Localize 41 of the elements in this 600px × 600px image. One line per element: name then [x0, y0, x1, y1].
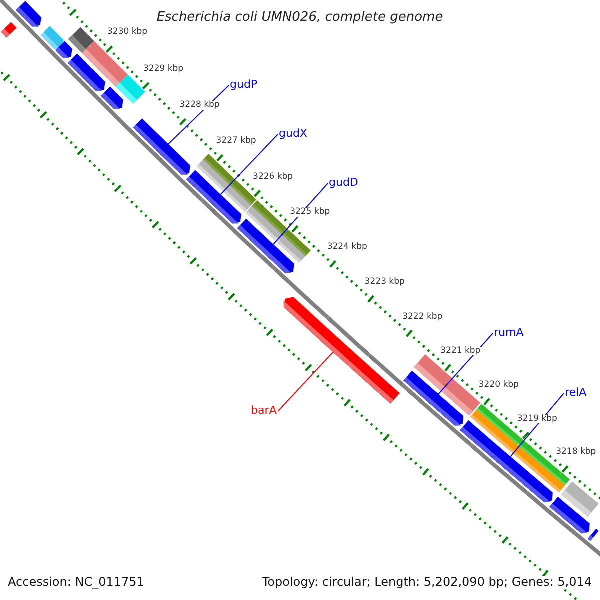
- accession-text: Accession: NC_011751: [8, 576, 144, 588]
- gene-label: relA: [565, 387, 587, 398]
- gene-block: [561, 482, 599, 517]
- leader-line: [510, 393, 564, 458]
- gene-feature: [133, 118, 190, 176]
- scale-label: 3225 kbp: [290, 208, 330, 217]
- scale-label: 3221 kbp: [440, 346, 481, 356]
- scale-label: 3220 kbp: [478, 380, 519, 390]
- scale-label: 3224 kbp: [327, 243, 368, 252]
- gene-feature: [404, 370, 464, 426]
- leader-line: [168, 85, 230, 145]
- scale-label: 3229 kbp: [144, 64, 184, 74]
- leader-line: [438, 333, 494, 395]
- gene-feature: [40, 26, 64, 50]
- leader-line: [220, 134, 278, 196]
- gene-feature: [588, 528, 599, 542]
- gene-feature: [284, 297, 400, 404]
- gene-block: [1, 22, 17, 38]
- scale-label: 3230 kbp: [108, 28, 148, 37]
- gene-feature: [237, 218, 294, 274]
- scale-label: 3228 kbp: [180, 101, 220, 110]
- title: Escherichia coli UMN026, complete genome: [156, 11, 444, 24]
- leader-line: [273, 183, 328, 245]
- gene-block: [82, 41, 128, 87]
- gene-feature: [100, 86, 124, 110]
- gene-label: rumA: [494, 327, 524, 338]
- gene-label: gudD: [329, 177, 358, 188]
- gene-block: [116, 74, 146, 104]
- gene-label: barA: [251, 405, 277, 416]
- scale-label: 3223 kbp: [364, 278, 405, 286]
- leader-line: [278, 352, 334, 412]
- scale-label: 3226 kbp: [253, 172, 294, 182]
- scale-label: 3219 kbp: [517, 414, 558, 424]
- scale-label: 3218 kbp: [556, 448, 596, 457]
- scale-label: 3227 kbp: [216, 136, 256, 146]
- genome-info-text: Topology: circular; Length: 5,202,090 bp; Genes: 5,014: [262, 576, 592, 588]
- gene-feature: [186, 170, 242, 224]
- gene-feature: [16, 1, 42, 27]
- gene-feature: [56, 41, 72, 58]
- gene-label: gudP: [230, 79, 258, 90]
- gene-label: gudX: [279, 128, 308, 139]
